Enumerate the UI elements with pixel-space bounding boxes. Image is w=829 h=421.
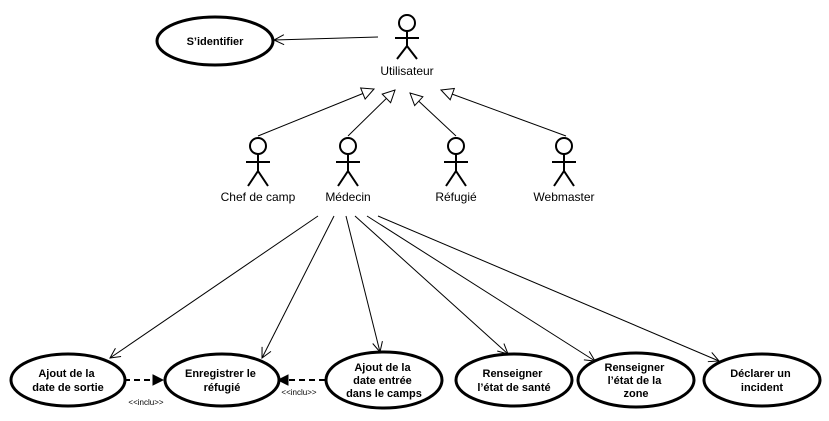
generalization-medecin	[347, 90, 395, 137]
assoc-incident	[377, 215, 719, 361]
usecase-etat-sante-label: Renseigner l’état de santé	[477, 368, 550, 394]
actor-refugie: Réfugié	[435, 137, 477, 204]
usecase-identifier: S’identifier	[155, 15, 275, 67]
assoc-enregistrer	[262, 215, 335, 358]
actor-chef-label: Chef de camp	[221, 190, 296, 204]
usecase-date-sortie-label: Ajout de la date de sortie	[32, 368, 104, 394]
include-label-1: <<inclu>>	[128, 398, 163, 407]
assoc-zone	[366, 215, 595, 361]
usecase-identifier-label: S’identifier	[187, 36, 245, 48]
usecase-date-sortie: Ajout de la date de sortie	[9, 352, 127, 408]
assoc-identifier	[274, 37, 379, 40]
generalization-refugie	[410, 93, 457, 137]
generalization-arrows	[257, 89, 567, 137]
actor-medecin: Médecin	[325, 137, 371, 204]
assoc-sante	[354, 215, 508, 354]
actor-medecin-label: Médecin	[325, 190, 370, 204]
generalization-webmaster	[441, 90, 567, 137]
generalization-chef	[257, 89, 374, 137]
actor-utilisateur-label: Utilisateur	[380, 64, 433, 78]
usecase-incident: Déclarer un incident	[702, 352, 822, 408]
usecase-etat-zone-label: Renseigner l’état de la zone	[605, 362, 668, 400]
actor-chef-de-camp: Chef de camp	[221, 137, 296, 204]
actor-utilisateur: Utilisateur	[380, 14, 434, 78]
actor-refugie-label: Réfugié	[435, 190, 477, 204]
association-arrows	[110, 37, 719, 361]
usecase-date-entree: Ajout de la date entrée dans le camps	[324, 350, 444, 410]
assoc-sortie	[110, 215, 319, 358]
usecase-enregistrer-label: Enregistrer le réfugié	[185, 368, 259, 394]
actor-webmaster-label: Webmaster	[533, 190, 594, 204]
actor-webmaster: Webmaster	[533, 137, 595, 204]
usecase-incident-label: Déclarer un incident	[730, 368, 794, 394]
include-label-2: <<inclu>>	[281, 388, 316, 397]
assoc-entree	[345, 215, 380, 352]
usecase-enregistrer: Enregistrer le réfugié	[163, 352, 281, 408]
usecase-etat-sante: Renseigner l’état de santé	[454, 352, 574, 408]
usecase-date-entree-label: Ajout de la date entrée dans le camps	[346, 362, 422, 400]
usecase-etat-zone: Renseigner l’état de la zone	[576, 351, 696, 409]
